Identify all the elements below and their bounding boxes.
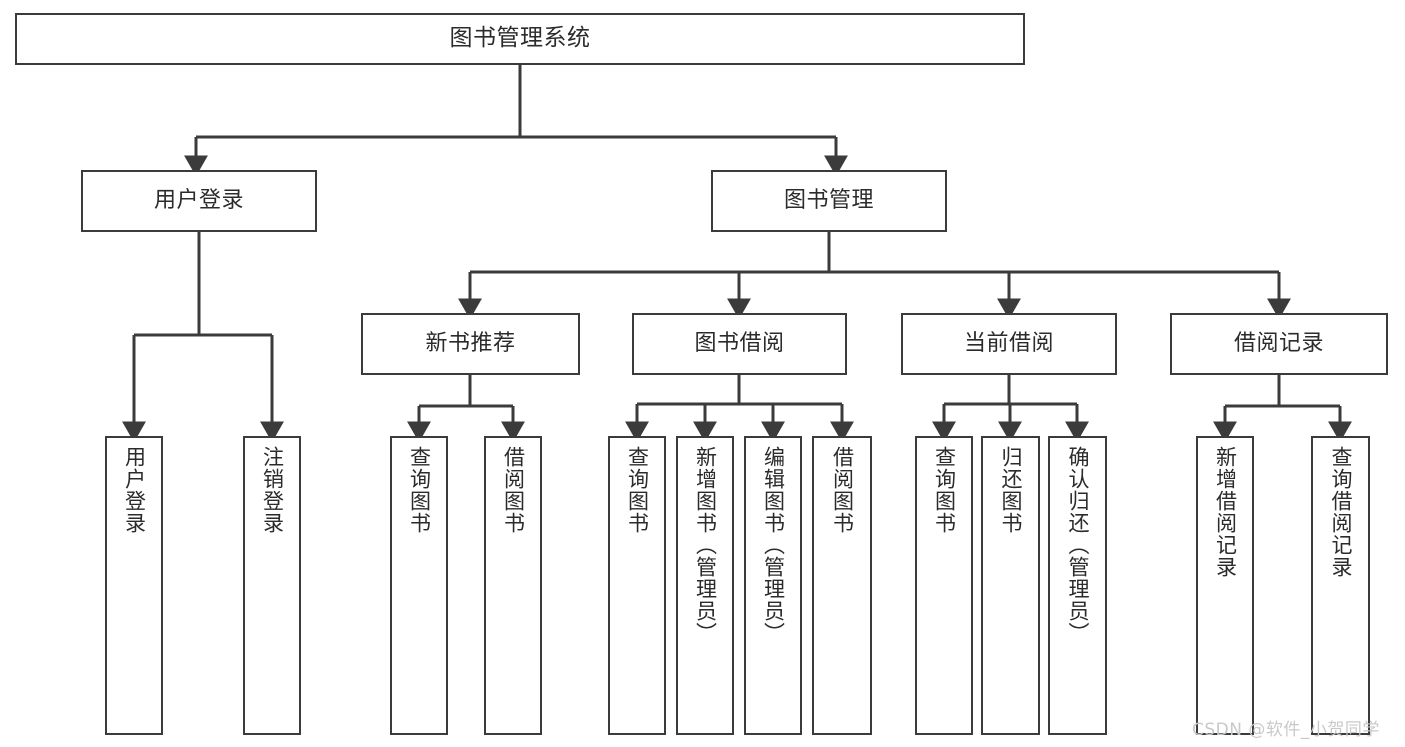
node-new-book-recommend[interactable]: 新书推荐: [361, 313, 580, 375]
leaf-current-borrow-query-book[interactable]: 查询图书: [915, 436, 973, 735]
node-label: 借阅图书: [830, 446, 855, 534]
node-label: 用户登录: [153, 187, 244, 213]
node-label: 新书推荐: [425, 330, 516, 356]
leaf-new-book-borrow-book[interactable]: 借阅图书: [484, 436, 542, 735]
node-label: 图书管理: [783, 187, 874, 213]
node-label: 新增图书（管理员）: [693, 446, 718, 644]
node-borrow-record[interactable]: 借阅记录: [1170, 313, 1388, 375]
node-label: 查询图书: [407, 446, 432, 534]
node-label: 确认归还（管理员）: [1065, 446, 1090, 644]
leaf-new-book-query-book[interactable]: 查询图书: [390, 436, 448, 735]
node-label: 查询图书: [625, 446, 650, 534]
leaf-current-borrow-return-book[interactable]: 归还图书: [981, 436, 1040, 735]
node-current-borrow[interactable]: 当前借阅: [901, 313, 1117, 375]
node-label: 归还图书: [998, 446, 1023, 534]
node-label: 借阅记录: [1233, 330, 1324, 356]
node-label: 编辑图书（管理员）: [761, 446, 786, 644]
node-label: 查询图书: [932, 446, 957, 534]
node-root-book-management-system[interactable]: 图书管理系统: [15, 13, 1025, 65]
leaf-book-borrow-query-book[interactable]: 查询图书: [608, 436, 666, 735]
leaf-current-borrow-confirm-return-admin[interactable]: 确认归还（管理员）: [1048, 436, 1107, 735]
node-label: 图书借阅: [694, 330, 785, 356]
node-label: 借阅图书: [501, 446, 526, 534]
leaf-borrow-record-add-record[interactable]: 新增借阅记录: [1196, 436, 1254, 735]
node-label: 当前借阅: [963, 330, 1054, 356]
node-book-management[interactable]: 图书管理: [711, 170, 947, 232]
node-label: 图书管理系统: [449, 25, 591, 52]
node-label: 注销登录: [260, 446, 285, 534]
node-label: 查询借阅记录: [1328, 446, 1353, 578]
watermark-csdn: CSDN @软件_小贺同学: [1192, 720, 1380, 740]
leaf-borrow-record-query-record[interactable]: 查询借阅记录: [1311, 436, 1370, 735]
leaf-book-borrow-add-book-admin[interactable]: 新增图书（管理员）: [676, 436, 734, 735]
leaf-book-borrow-borrow-book[interactable]: 借阅图书: [812, 436, 872, 735]
node-label: 用户登录: [122, 446, 147, 534]
node-label: 新增借阅记录: [1213, 446, 1238, 578]
leaf-book-borrow-edit-book-admin[interactable]: 编辑图书（管理员）: [744, 436, 802, 735]
node-user-login[interactable]: 用户登录: [81, 170, 317, 232]
node-book-borrow[interactable]: 图书借阅: [632, 313, 847, 375]
leaf-user-login-login[interactable]: 用户登录: [105, 436, 163, 735]
leaf-user-login-logout[interactable]: 注销登录: [243, 436, 301, 735]
